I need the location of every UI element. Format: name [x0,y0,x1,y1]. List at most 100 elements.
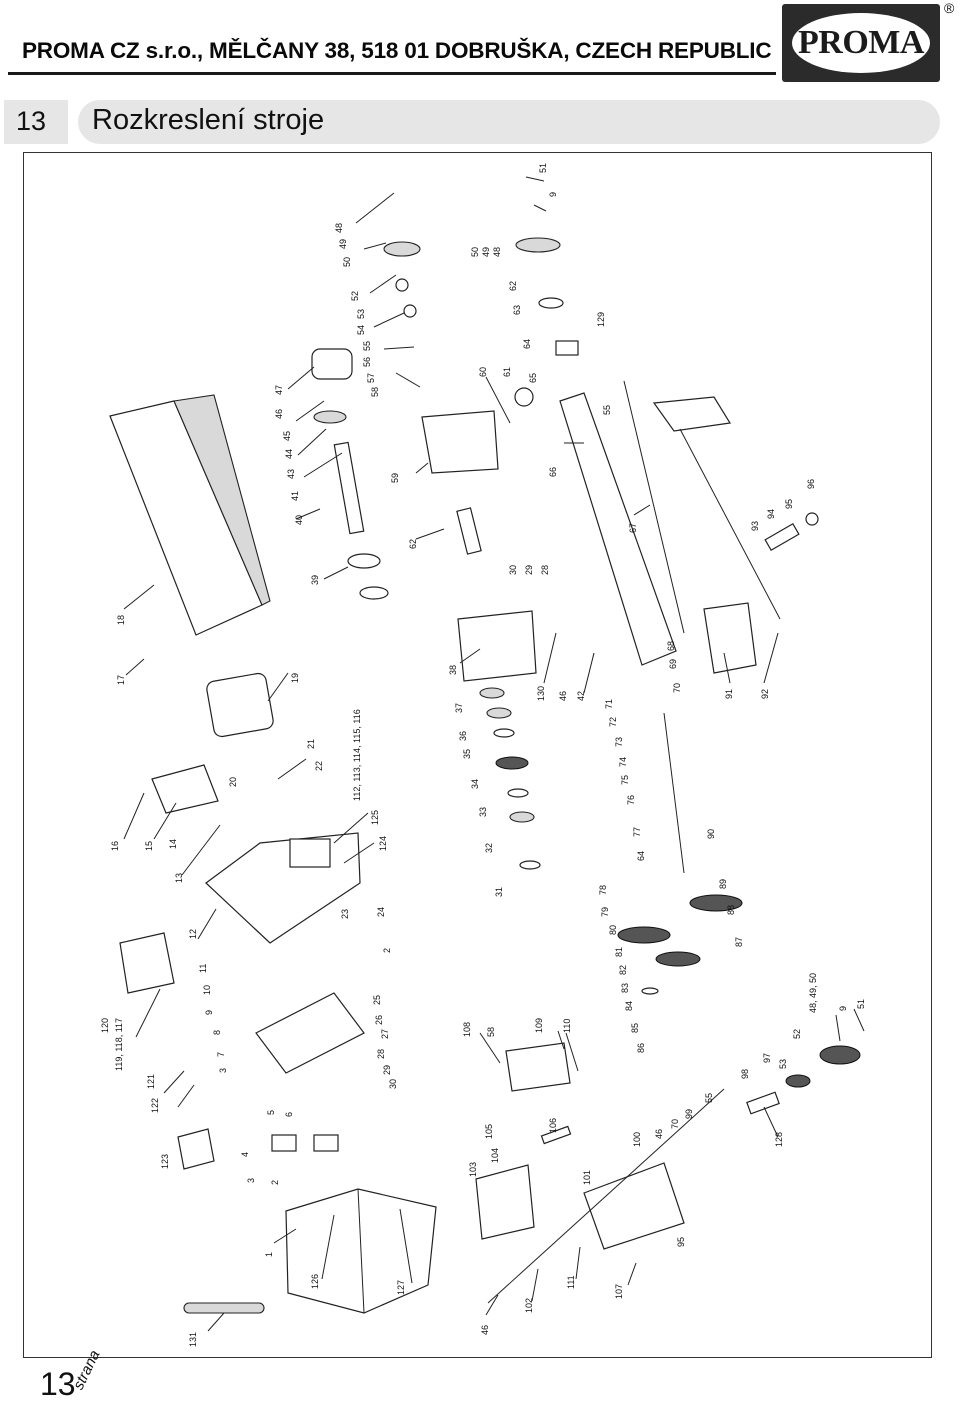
part-label: 79 [600,907,610,917]
part-label: 57 [366,373,376,383]
part-label: 125 [370,810,380,825]
part-label: 102 [524,1298,534,1313]
part-label: 100 [632,1132,642,1147]
part-label: 13 [174,873,184,883]
section-title-bar: 13 Rozkreslení stroje [4,100,941,144]
part-label: 95 [676,1237,686,1247]
tailstock-91 [703,602,757,674]
part-label: 75 [620,775,630,785]
part-label: 27 [380,1029,390,1039]
part-label: 3 [246,1178,256,1183]
part-label: 69 [668,659,678,669]
part-label: 47 [274,385,284,395]
part-label: 80 [608,925,618,935]
part-label: 74 [618,757,628,767]
tailstock-bracket-top [652,396,731,432]
part-label: 107 [614,1284,624,1299]
handle-123 [177,1128,215,1170]
registered-mark: ® [944,0,955,16]
carriage-101 [583,1162,685,1250]
part-label: 98 [740,1069,750,1079]
part-label: 12 [188,929,198,939]
gear-48-49-50 [819,1045,861,1065]
rod-91 [679,428,781,620]
exploded-view-svg: 51 9 50 49 48 62 63 129 64 65 60 61 55 6… [100,163,866,1347]
part-label: 90 [706,829,716,839]
cabinet-edge [357,1188,365,1314]
part-label: 106 [548,1118,558,1133]
shaft-111 [487,1088,725,1304]
part-label: 127 [396,1280,406,1295]
part-label: 66 [548,467,558,477]
header-rule [8,72,776,75]
part-label: 23 [340,909,350,919]
part-label: 3 [218,1068,228,1073]
part-label: 26 [374,1015,384,1025]
tray-103 [475,1164,535,1240]
control-board-120 [119,932,175,994]
part-label: 124 [378,836,388,851]
carriage-block-59 [421,410,499,474]
part-label: 63 [512,305,522,315]
leader-lines [123,176,865,1332]
apron-109 [505,1042,571,1092]
gear-84 [641,987,659,995]
part-label: 19 [290,673,300,683]
part-label: 51 [856,999,866,1009]
part-label: 61 [502,367,512,377]
part-label: 105 [484,1124,494,1139]
part-label: 1 [264,1252,274,1257]
logo-oval: PROMA [792,13,930,73]
part-label: 62 [508,281,518,291]
part-label: 39 [310,575,320,585]
part-label: 55 [704,1093,714,1103]
part-label: 18 [116,615,126,625]
gear-52 [785,1074,811,1088]
part-label: 64 [636,851,646,861]
pulley-89 [689,894,743,912]
part-label: 5 [266,1110,276,1115]
part-label: 28 [376,1049,386,1059]
section-number-box: 13 [4,100,68,144]
part-number-labels: 51 9 50 49 48 62 63 129 64 65 60 61 55 6… [100,163,866,1347]
exploded-view-drawing: 51 9 50 49 48 62 63 129 64 65 60 61 55 6… [23,152,932,1358]
part-label: 6 [284,1112,294,1117]
company-address-header: PROMA CZ s.r.o., MĚLČANY 38, 518 01 DOBR… [22,38,772,63]
part-label: 50 [342,257,352,267]
part-label: 36 [458,731,468,741]
part-label: 43 [286,469,296,479]
part-label: 99 [684,1109,694,1119]
part-label: 58 [486,1027,496,1037]
part-label: 52 [350,291,360,301]
part-label: 22 [314,761,324,771]
part-label: 42 [576,691,586,701]
part-label: 71 [604,699,614,709]
bracket-94 [764,522,800,552]
page-number: 13 [40,1366,76,1402]
part-label: 84 [624,1001,634,1011]
part-label: 49 [481,247,491,257]
part-label: 11 [198,964,208,973]
part-label: 120 [100,1018,110,1033]
gear-50-top [383,241,421,257]
gear-35 [493,728,515,738]
part-label: 25 [372,995,382,1005]
part-label: 110 [562,1019,572,1033]
part-label: 85 [630,1023,640,1033]
gearbox-38 [457,610,537,682]
part-label: 16 [110,841,120,851]
part-label: 70 [672,683,682,693]
part-label: 65 [528,373,538,383]
part-label: 77 [632,827,642,837]
part-label: 78 [598,885,608,895]
part-label: 28 [540,565,550,575]
part-label: 72 [608,717,618,727]
part-label: 87 [734,937,744,947]
part-label: 88 [726,905,736,915]
part-label: 52 [792,1029,802,1039]
lathe-bed-66 [559,392,677,666]
part-label: 58 [370,387,380,397]
part-label: 48 [492,247,502,257]
part-label: 9 [838,1006,848,1011]
part-label: 9 [548,192,558,197]
